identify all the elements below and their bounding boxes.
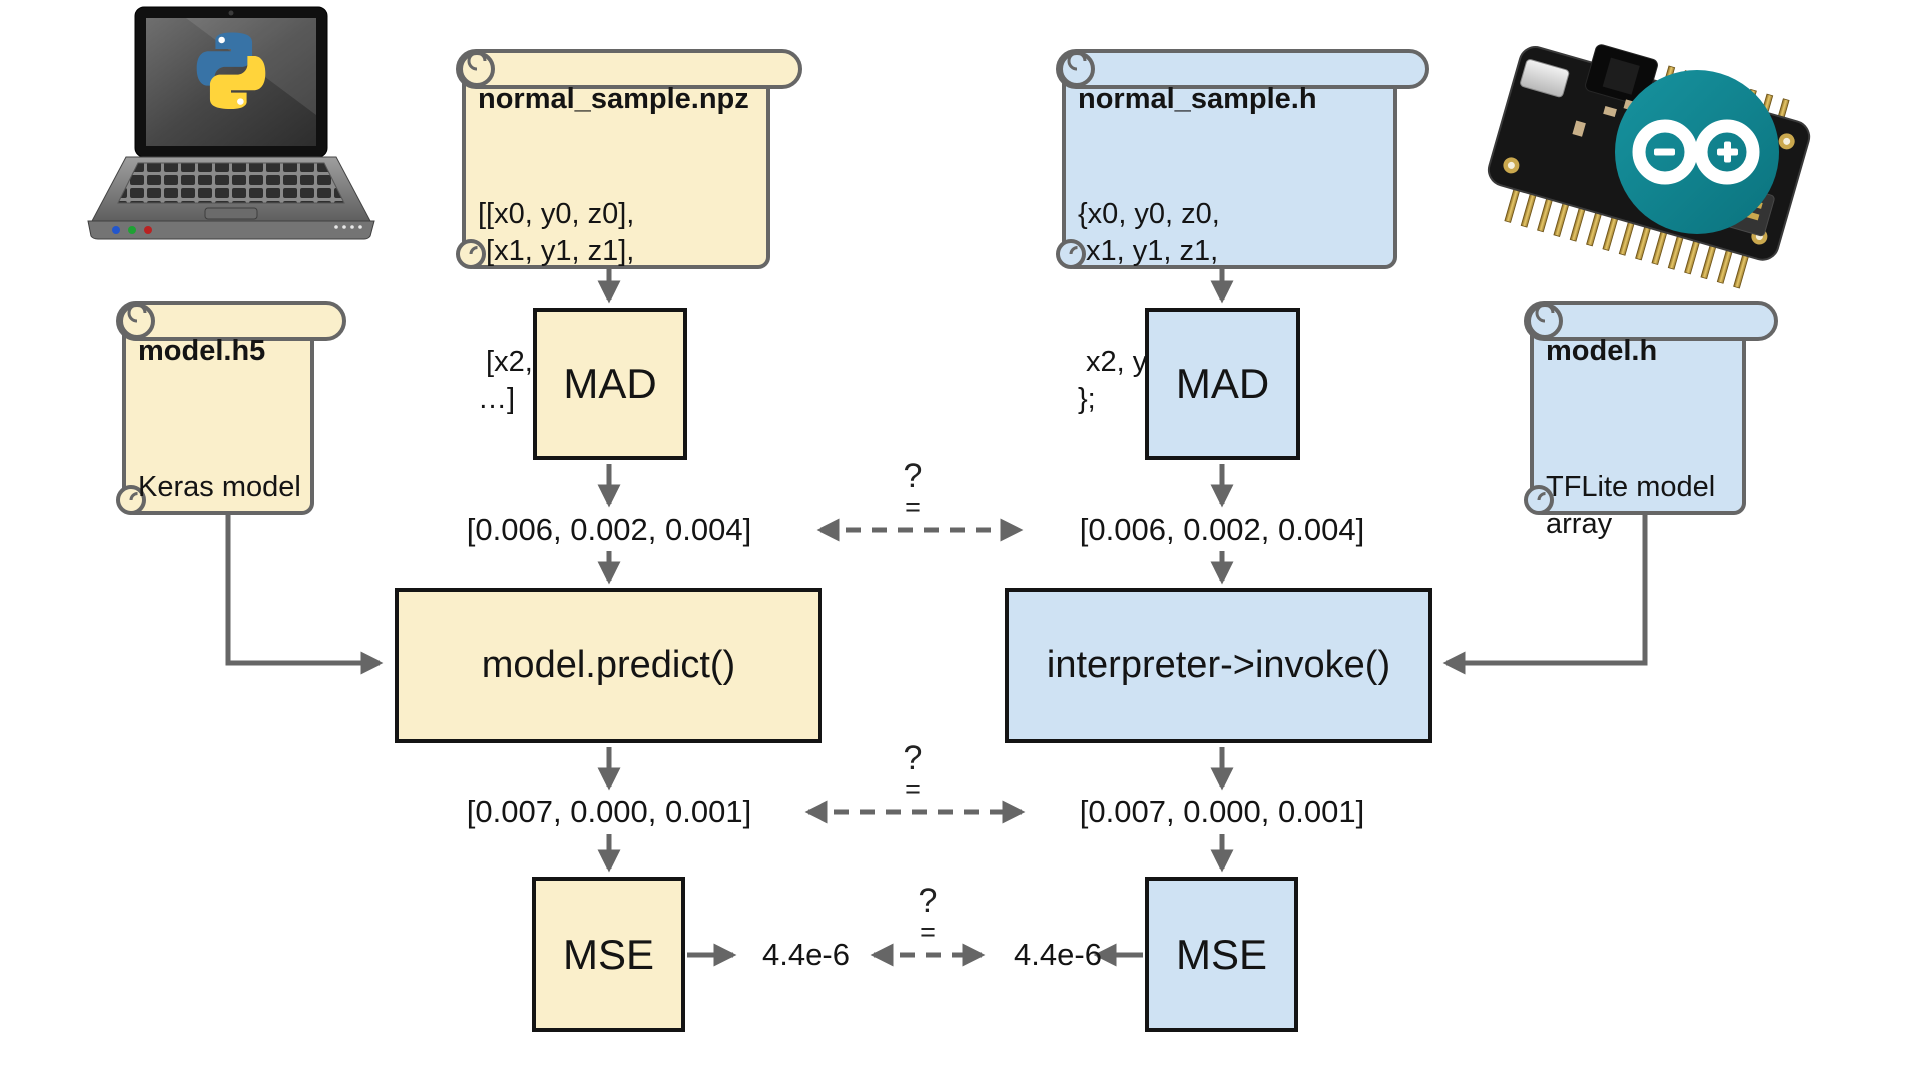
arduino-feather-illustration: [1475, 10, 1835, 295]
mad-output-keras: [0.006, 0.002, 0.004]: [466, 512, 752, 547]
laptop-icon: [87, 6, 375, 240]
python-laptop-illustration: [78, 5, 383, 273]
mad-box-keras: MAD: [533, 308, 687, 460]
model-predict-box: model.predict(): [395, 588, 822, 743]
equals-sign: =: [905, 774, 921, 804]
scroll-shape: [1524, 301, 1778, 515]
mad-box-tflite: MAD: [1145, 308, 1300, 460]
scroll-model-h5: model.h5 Keras model: [110, 297, 352, 523]
scroll-shape: [116, 301, 346, 515]
equals-sign: =: [905, 492, 921, 522]
mse-output-keras: 4.4e-6: [762, 937, 850, 972]
mad-output-tflite: [0.006, 0.002, 0.004]: [1079, 512, 1365, 547]
predict-output-keras: [0.007, 0.000, 0.001]: [466, 794, 752, 829]
scroll-normal-sample-h: normal_sample.h {x0, y0, z0, x1, y1, z1,…: [1050, 45, 1435, 415]
interpreter-invoke-box: interpreter->invoke(): [1005, 588, 1432, 743]
arduino-board-icon: [1487, 44, 1811, 289]
scroll-title: normal_sample.npz: [478, 83, 749, 115]
scroll-normal-sample-npz: normal_sample.npz [[x0, y0, z0], [x1, y1…: [450, 45, 808, 415]
equals-sign: =: [920, 917, 936, 947]
equality-question-label: ? =: [903, 457, 923, 522]
scroll-title: normal_sample.h: [1078, 83, 1317, 115]
question-mark: ?: [903, 457, 923, 495]
scroll-body: Keras model: [138, 471, 301, 503]
scroll-title: model.h5: [138, 335, 266, 367]
mse-box-keras: MSE: [532, 877, 685, 1032]
scroll-shape: [456, 49, 802, 269]
mse-box-tflite: MSE: [1145, 877, 1298, 1032]
question-mark: ?: [903, 739, 923, 777]
scroll-shape: [1056, 49, 1429, 269]
equality-question-label: ? =: [918, 882, 938, 947]
scroll-title: model.h: [1546, 335, 1658, 367]
equality-question-label: ? =: [903, 739, 923, 804]
mse-output-tflite: 4.4e-6: [1014, 937, 1102, 972]
invoke-output-tflite: [0.007, 0.000, 0.001]: [1079, 794, 1365, 829]
question-mark: ?: [918, 882, 938, 920]
